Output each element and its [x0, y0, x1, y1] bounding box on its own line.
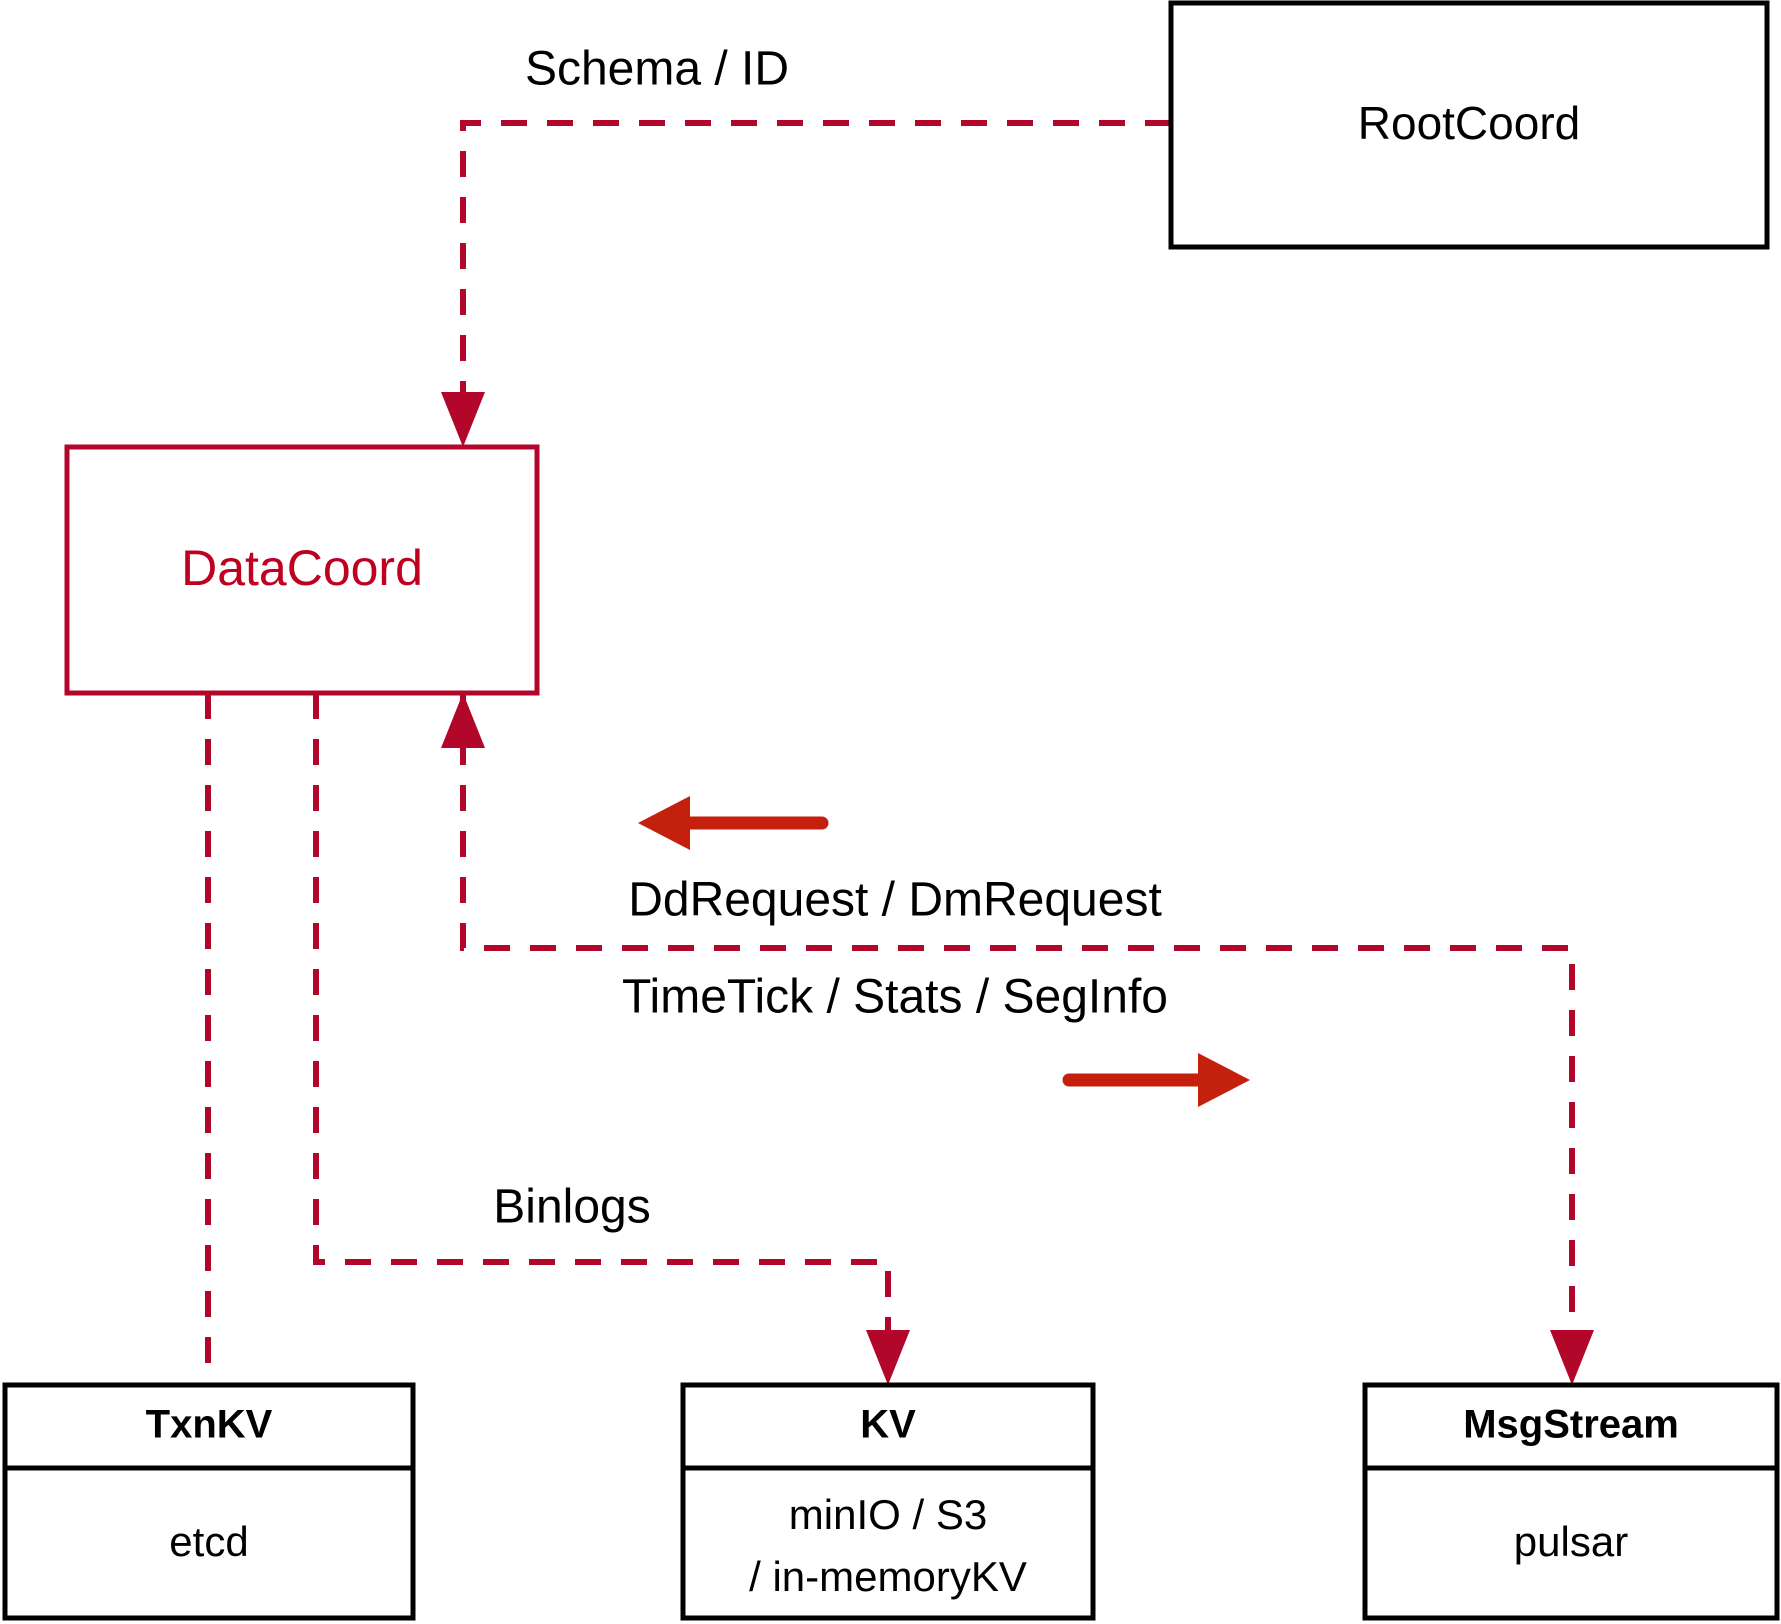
arrow-left-icon: [638, 796, 690, 850]
edge-schema-id: [441, 120, 1171, 447]
edge-label-binlogs: Binlogs: [493, 1181, 650, 1234]
edge-label-dd-dm-request: DdRequest / DmRequest: [628, 874, 1162, 927]
node-kv-detail-line1: minIO / S3: [789, 1491, 987, 1538]
flow-arrow-right: [1062, 1053, 1250, 1107]
edge-timetick-stats-seginfo: [441, 693, 1594, 1385]
arrow-down-icon: [441, 392, 485, 447]
arrow-down-icon: [866, 1330, 910, 1385]
node-datacoord-label: DataCoord: [181, 540, 423, 596]
node-kv-box: [680, 1382, 1096, 1621]
node-datacoord-box: [64, 444, 540, 696]
node-txnkv[interactable]: TxnKV etcd: [2, 1382, 416, 1621]
node-msgstream-title: MsgStream: [1463, 1403, 1679, 1447]
node-txnkv-title: TxnKV: [146, 1403, 273, 1447]
node-rootcoord-box: [1168, 0, 1770, 250]
node-txnkv-box: [2, 1382, 416, 1621]
node-msgstream[interactable]: MsgStream pulsar: [1362, 1382, 1780, 1621]
node-datacoord[interactable]: DataCoord: [64, 444, 540, 696]
flow-arrow-left: [638, 796, 829, 850]
node-kv-detail-line2: / in-memoryKV: [749, 1553, 1027, 1600]
arrow-right-icon: [1198, 1053, 1250, 1107]
edge-binlogs: [313, 693, 910, 1385]
edge-label-timetick-stats-seginfo: TimeTick / Stats / SegInfo: [622, 971, 1168, 1024]
edge-label-schema-id: Schema / ID: [525, 43, 789, 96]
node-kv[interactable]: KV minIO / S3 / in-memoryKV: [680, 1382, 1096, 1621]
edge-schema-id-path: [460, 120, 1171, 404]
node-txnkv-detail: etcd: [169, 1518, 248, 1565]
node-msgstream-detail: pulsar: [1514, 1518, 1628, 1565]
node-rootcoord[interactable]: RootCoord: [1168, 0, 1770, 250]
node-rootcoord-label: RootCoord: [1358, 97, 1580, 149]
arrow-down-icon: [1550, 1330, 1594, 1385]
edge-binlogs-path: [313, 693, 891, 1342]
arrow-up-icon: [441, 693, 485, 748]
node-msgstream-box: [1362, 1382, 1780, 1621]
node-kv-title: KV: [860, 1403, 916, 1447]
